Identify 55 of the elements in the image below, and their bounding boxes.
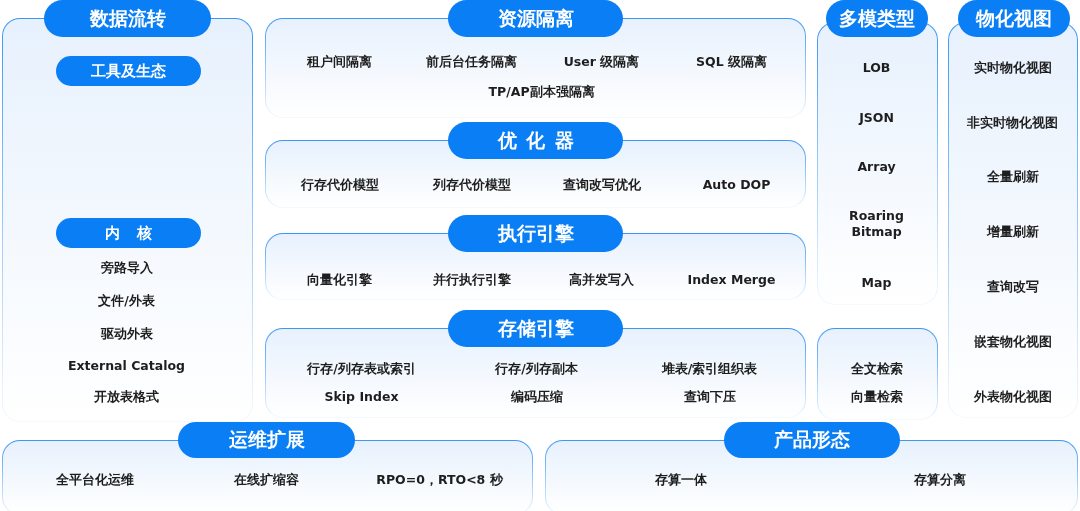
feature-label: TP/AP副本强隔离 [488,83,595,100]
feature-label: JSON [859,109,894,126]
feature-label: Map [861,274,892,291]
section-title-pill: 产品形态 [724,422,900,458]
feature-label: Index Merge [687,271,776,288]
section-title-pill: 多模类型 [826,0,928,37]
section-title-pill: 执行引擎 [448,215,623,252]
section-title-pill: 物化视图 [958,0,1070,37]
section-title-pill: 数据流转 [44,0,211,37]
feature-label: Roaring Bitmap [848,207,905,240]
feature-label: 嵌套物化视图 [973,333,1052,350]
feature-label: 行存/列存副本 [495,360,578,377]
section-panel [817,328,938,420]
feature-label: 查询改写优化 [562,176,641,193]
subsection-title-pill: 内核 [56,218,201,248]
feature-label: User 级隔离 [563,53,640,70]
feature-label: LOB [862,59,891,76]
feature-label: 查询改写 [986,278,1039,295]
feature-label: External Catalog [68,357,185,374]
feature-label: 列存代价模型 [432,176,511,193]
feature-label: 向量检索 [850,388,903,405]
subsection-title-pill: 工具及生态 [56,56,201,86]
feature-label: 前后台任务隔离 [426,53,517,70]
feature-label: 租户间隔离 [307,53,372,70]
feature-label: 查询下压 [683,388,736,405]
feature-label: Auto DOP [702,176,771,193]
feature-label: 文件/外表 [98,292,155,309]
feature-label: 行存/列存表或索引 [307,360,416,377]
feature-label: SQL 级隔离 [696,53,767,70]
feature-label: 增量刷新 [986,223,1039,240]
section-title-pill: 存储引擎 [448,310,623,347]
section-title-pill: 资源隔离 [448,0,623,37]
feature-label: 全平台化运维 [55,471,134,488]
feature-label: 堆表/索引组织表 [661,360,758,377]
feature-label: 非实时物化视图 [967,114,1058,131]
feature-label: 全量刷新 [986,168,1039,185]
feature-label: 外表物化视图 [973,388,1052,405]
feature-label: 并行执行引擎 [432,271,511,288]
feature-label: 开放表格式 [94,388,159,405]
feature-label: Array [857,158,896,175]
feature-label: 行存代价模型 [300,176,379,193]
feature-label: Skip Index [324,388,399,405]
feature-label: 编码压缩 [510,388,563,405]
feature-label: 存算分离 [913,471,966,488]
section-title-pill: 运维扩展 [178,422,355,458]
feature-label: 高并发写入 [569,271,634,288]
feature-label: 旁路导入 [100,259,153,276]
feature-label: 存算一体 [654,471,707,488]
feature-label: 驱动外表 [100,325,153,342]
feature-label: 实时物化视图 [973,59,1052,76]
feature-label: 在线扩缩容 [234,471,299,488]
feature-label: RPO=0，RTO<8 秒 [376,471,503,488]
feature-label: 全文检索 [850,360,903,377]
section-title-pill: 优化器 [448,122,623,159]
feature-label: 向量化引擎 [307,271,372,288]
